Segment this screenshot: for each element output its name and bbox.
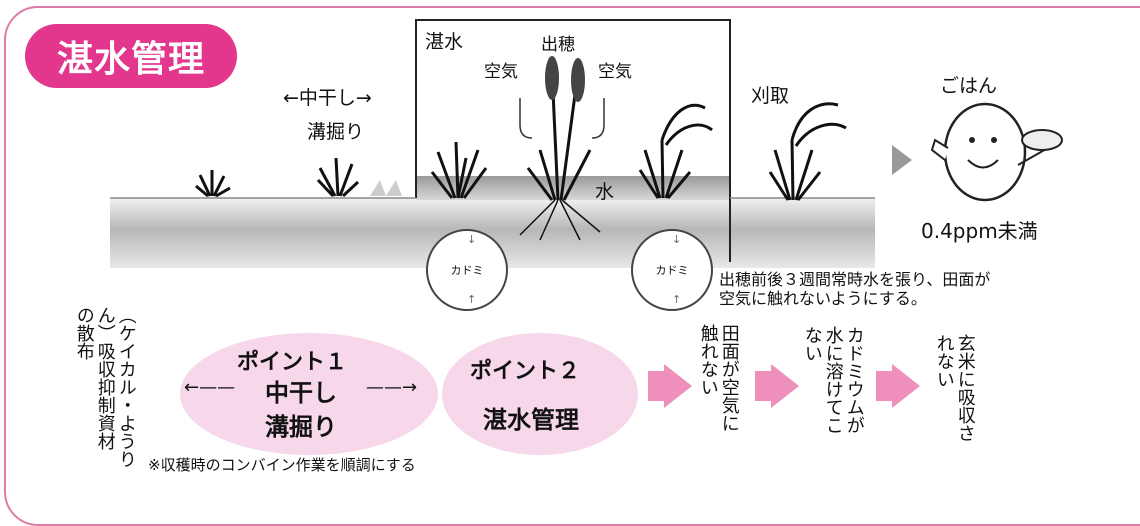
cadmium-label-right: カドミ (655, 264, 689, 277)
cadmium-circle-right: ↓↑ カドミ (631, 229, 713, 311)
rice-plant-small (195, 170, 231, 198)
flow-3-line2: れない (933, 334, 955, 388)
point2-tansui: 湛水管理 (483, 406, 579, 434)
label-air-right: 空気 (598, 62, 632, 82)
label-air-left: 空気 (484, 62, 518, 82)
point1-ellipse (180, 333, 438, 455)
page-title: 湛水管理 (56, 39, 205, 80)
flow-1-line2: 触れない (697, 324, 719, 396)
label-mizobori: 溝掘り (307, 121, 365, 143)
rice-plant-heading (519, 69, 601, 241)
cadmium-circle-left: ↓↑ カドミ (426, 229, 508, 311)
title-badge: 湛水管理 (25, 24, 237, 88)
rice-mascot (930, 102, 1063, 202)
furrow-mark (370, 180, 386, 196)
furrow-mark (386, 180, 402, 196)
water-box (415, 19, 731, 262)
rice-plant-medium (316, 157, 360, 198)
label-water: 水 (595, 181, 615, 203)
air-arrow-right (591, 98, 605, 139)
rice-plant-harvest (768, 102, 847, 201)
rice-plant-ripe (638, 103, 713, 199)
label-concentration: 0.4ppm未満 (921, 219, 1038, 243)
point1-arrow-left: ←—— (184, 377, 236, 398)
flow-arrow-2-head (771, 364, 799, 408)
side-note-line1: （ケイカル・ようり (115, 306, 137, 468)
flow-1-line1: 田面が空気に (718, 324, 740, 432)
flow-arrow-3-body (876, 371, 892, 401)
rice-plant-tansui (430, 141, 488, 199)
cadmium-label-left: カドミ (450, 264, 484, 277)
label-tansui: 湛水 (425, 31, 464, 53)
label-nakaboshi: ←中干し→ (283, 87, 372, 109)
label-karitori: 刈取 (751, 85, 790, 107)
point2-ellipse (442, 333, 638, 455)
point1-title: ポイント１ (237, 350, 348, 375)
side-note-line2: ん）吸収抑制資材 (94, 306, 116, 450)
description-line1: 出穂前後３週間常時水を張り、田面が (719, 270, 991, 289)
flow-2-line2: 水に溶けてこ (822, 326, 844, 434)
air-arrow-left (519, 98, 533, 139)
flow-2-line3: ない (801, 326, 823, 362)
flow-3-line1: 玄米に吸収さ (954, 334, 976, 442)
flow-arrow-3-head (892, 364, 920, 408)
point1-arrow-right: ——→ (366, 377, 418, 398)
description-line2: 空気に触れないようにする。 (719, 289, 927, 308)
label-gohan: ごはん (940, 75, 998, 97)
flow-arrow-1-head (664, 364, 692, 408)
flow-2-line1: カドミウムが (843, 326, 865, 434)
harvest-arrow (892, 145, 912, 175)
footnote: ※収穫時のコンバイン作業を順調にする (148, 456, 416, 474)
side-note-line3: の散布 (73, 306, 95, 360)
flow-arrow-1-body (648, 371, 664, 401)
point1-mizobori: 溝掘り (265, 413, 337, 441)
flow-arrow-2-body (755, 371, 771, 401)
point2-title: ポイント２ (470, 359, 581, 384)
point1-nakaboshi: 中干し (265, 379, 337, 407)
label-shussui: 出穂 (541, 35, 575, 55)
